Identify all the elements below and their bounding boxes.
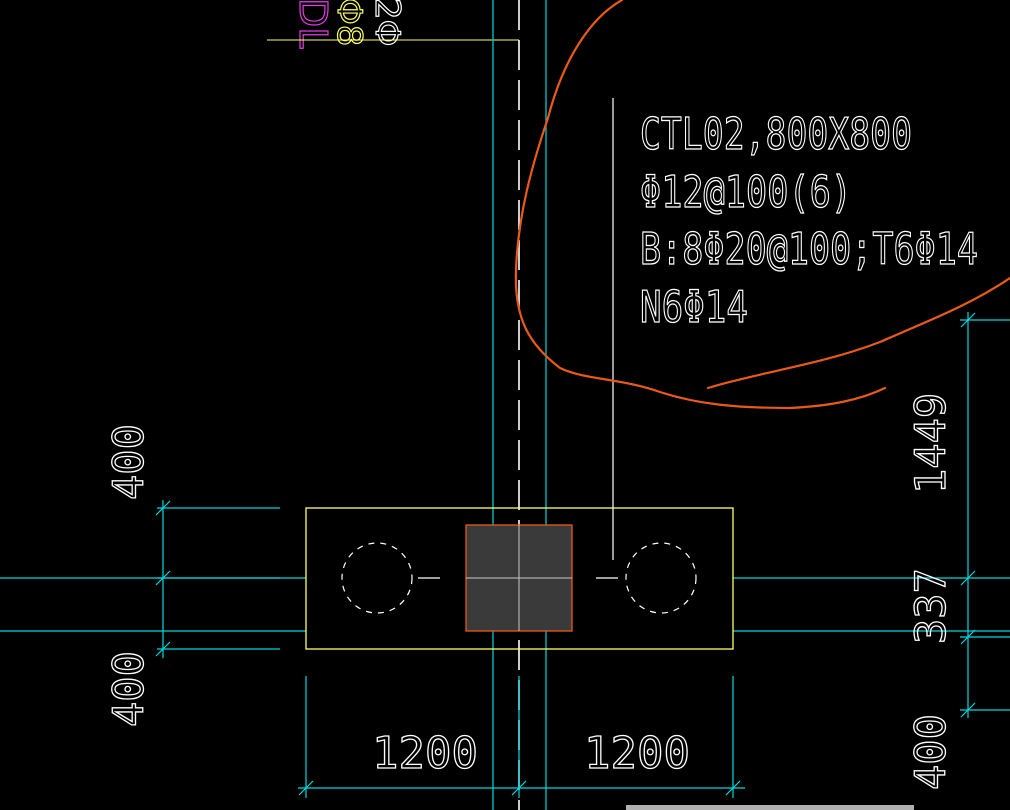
- dimension-left: [155, 500, 280, 658]
- dim-bottom-right: 1200: [584, 728, 690, 779]
- annotation-block: CTL02,800X800 Φ12@100(6) B:8Φ20@100;T6Φ1…: [639, 108, 978, 333]
- pile-cap-outline[interactable]: [305, 507, 734, 650]
- top-labels: DL Φ8 2Φ: [267, 0, 519, 49]
- bottom-gray-bar: [626, 805, 914, 810]
- dim-right-top: 1449: [906, 393, 955, 494]
- annotation-line-2: Φ12@100(6): [640, 167, 852, 218]
- dim-right-bottom: 400: [906, 714, 955, 790]
- pile-left[interactable]: [341, 542, 413, 614]
- markup-stroke-tail: [706, 276, 1010, 390]
- top-label-white: 2Φ: [367, 0, 407, 46]
- piles: [341, 542, 697, 614]
- dim-left-top: 400: [104, 424, 153, 500]
- annotation-line-4: N6Φ14: [640, 282, 748, 333]
- annotation-line-3: B:8Φ20@100;T6Φ14: [640, 224, 978, 275]
- dim-bottom-left: 1200: [372, 728, 478, 779]
- dim-left-bottom: 400: [104, 651, 153, 727]
- annotation-line-1: CTL02,800X800: [640, 109, 912, 160]
- dimension-right: [960, 312, 1010, 718]
- dim-right-mid: 337: [906, 568, 955, 644]
- top-label-magenta: DL: [291, 0, 335, 48]
- pile-right[interactable]: [625, 542, 697, 614]
- dimension-bottom: [298, 676, 745, 798]
- markup-stroke-curve: [514, 0, 887, 410]
- top-label-yellow: Φ8: [329, 0, 369, 46]
- markup-strokes: [514, 0, 1010, 410]
